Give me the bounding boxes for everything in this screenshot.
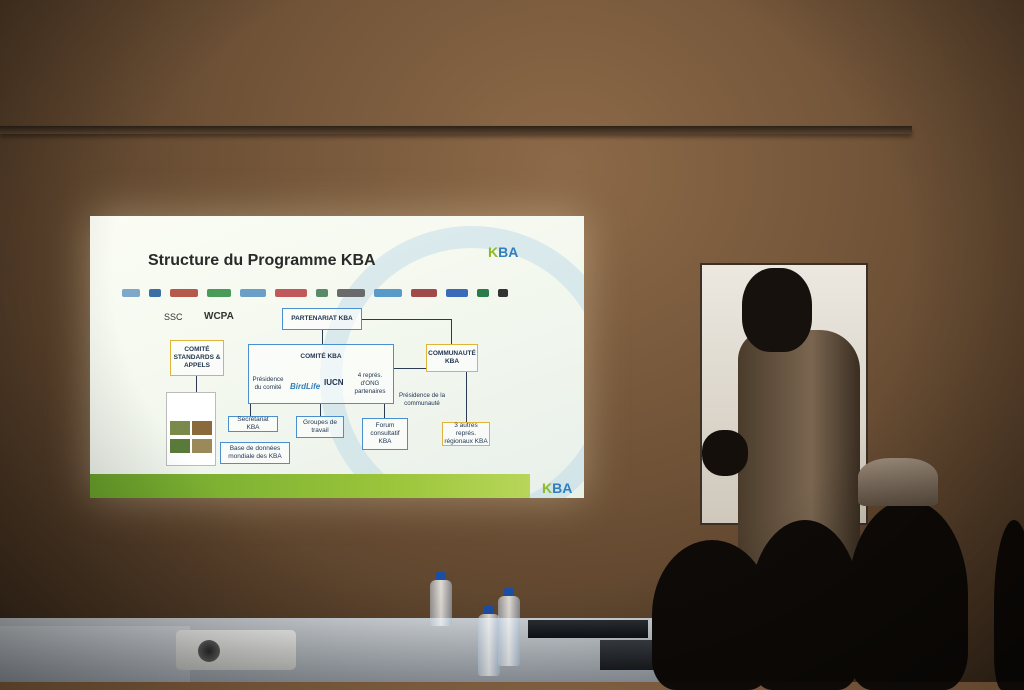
ci-logo (240, 289, 266, 297)
book-photo-1 (170, 421, 190, 435)
presenter-hands (702, 430, 748, 476)
wcs-logo (477, 289, 489, 297)
cepf-logo (275, 289, 307, 297)
base-donnees-box: Base de données mondiale des KBA (220, 442, 290, 464)
iucn-logo (149, 289, 161, 297)
comite-kba-label: COMITÉ KBA (300, 353, 342, 360)
communaute-kba-box: COMMUNAUTÉ KBA (426, 344, 478, 372)
repres-ong-text: 4 représ. d'ONG partenaires (354, 372, 386, 395)
birdlife-logo (122, 289, 140, 297)
kba-logo-ba: BA (498, 244, 519, 260)
forum-consultatif-box: Forum consultatif KBA (362, 418, 408, 450)
gwc-logo (337, 289, 365, 297)
audience-member-2 (750, 520, 860, 690)
wcpa-label: WCPA (204, 311, 234, 322)
iucn-logo-text: IUCN (324, 378, 344, 387)
connector-comite-groupes (320, 404, 321, 416)
natureserve-logo (374, 289, 402, 297)
secretariat-box: Secrétariat KBA (228, 416, 278, 432)
connector-partenariat-comite (322, 330, 323, 344)
connector-comite-communaute (394, 368, 426, 369)
connector-comite-forum (384, 404, 385, 418)
table-cloth (0, 626, 190, 682)
partner-logos-row (122, 286, 552, 300)
book-photo-4 (192, 439, 212, 453)
kba-guidelines-book (166, 392, 216, 466)
audience-cap (858, 458, 938, 506)
slide-title: Structure du Programme KBA (148, 252, 376, 269)
kba-logo-ba-bottom: BA (552, 480, 573, 496)
presidence-comite-text: Présidence du comité (252, 376, 284, 391)
water-bottle-2 (478, 614, 500, 676)
gef-logo (316, 289, 328, 297)
projector-lens (198, 640, 220, 662)
book-photo-3 (170, 439, 190, 453)
rewild-logo (446, 289, 468, 297)
connector-standards-book (196, 376, 197, 392)
birdlife-logo-text: BirdLife (290, 382, 321, 391)
slide-green-band (90, 474, 530, 498)
connector-communaute-autres (466, 372, 467, 422)
projected-slide: Structure du Programme KBA KBA KBA SSC W… (90, 216, 584, 498)
audience-member-4 (994, 520, 1024, 690)
autres-repres-box: 3 autres représ. régionaux KBA (442, 422, 490, 446)
bottle-cap-2 (484, 606, 494, 614)
abc-logo (170, 289, 198, 297)
rainforest-trust-logo (411, 289, 437, 297)
comite-kba-box: COMITÉ KBA (248, 344, 394, 404)
ssc-label: SSC (164, 312, 183, 322)
kba-logo-top: KBA (488, 244, 518, 260)
water-bottle-1 (430, 580, 452, 626)
connector-partenariat-communaute-v (451, 319, 452, 344)
audience-member-3 (848, 500, 968, 690)
wall-rail (0, 126, 912, 134)
laptop-1 (528, 620, 648, 638)
water-bottle-3 (498, 596, 520, 666)
presenter-head (742, 268, 812, 352)
bottle-cap-1 (436, 572, 446, 580)
book-photo-2 (192, 421, 212, 435)
partenariat-kba-box: PARTENARIAT KBA (282, 308, 362, 330)
kba-logo-k: K (488, 244, 499, 260)
groupes-travail-box: Groupes de travail (296, 416, 344, 438)
wwf-logo (498, 289, 508, 297)
connector-comite-secretariat (250, 404, 251, 416)
asa-logo (207, 289, 231, 297)
presidence-communaute-text: Présidence de la communauté (398, 392, 446, 407)
kba-logo-bottom: KBA (542, 480, 572, 496)
kba-logo-k-bottom: K (542, 480, 553, 496)
connector-partenariat-communaute-h (362, 319, 452, 320)
bottle-cap-3 (504, 588, 514, 596)
comite-standards-box: COMITÉ STANDARDS & APPELS (170, 340, 224, 376)
projector (176, 630, 296, 670)
